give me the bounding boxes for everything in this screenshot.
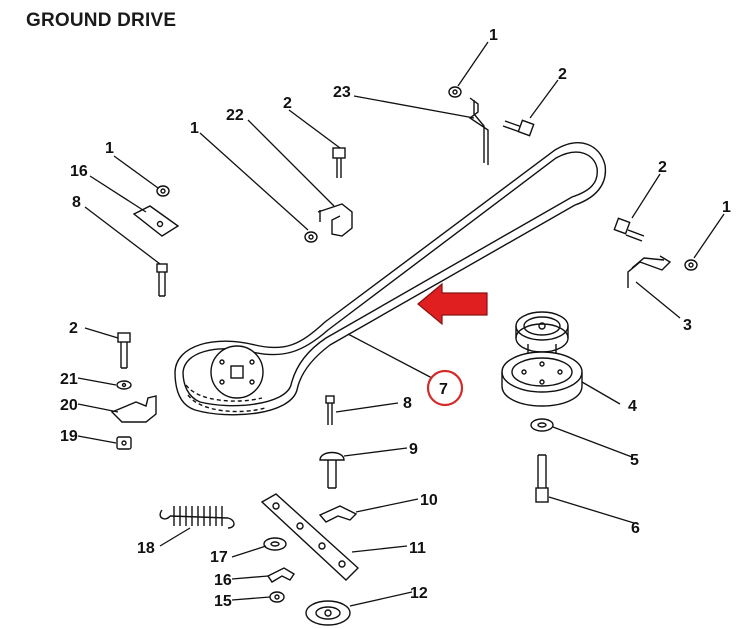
callout-21: 21 — [60, 371, 78, 388]
part-18-spring — [159, 506, 235, 529]
callout-20: 20 — [60, 397, 78, 414]
callout-2: 2 — [658, 159, 667, 176]
leader-lines — [77, 41, 725, 607]
callout-19: 19 — [60, 428, 78, 445]
part-8-stud-top — [156, 263, 168, 297]
part-nut-22 — [304, 231, 318, 243]
part-22-bracket — [317, 203, 353, 237]
part-bolt-top — [502, 119, 535, 137]
part-17-spacer — [263, 537, 287, 551]
callout-5: 5 — [630, 452, 639, 469]
callout-2: 2 — [558, 66, 567, 83]
callout-11: 11 — [409, 540, 426, 557]
highlight-circle — [426, 369, 464, 407]
belt-hub — [210, 345, 264, 399]
part-nut-right — [684, 259, 698, 271]
part-10-bracket — [318, 505, 358, 523]
drive-belt — [174, 142, 607, 416]
callout-9: 9 — [409, 441, 418, 458]
callout-16: 16 — [214, 572, 232, 589]
part-9-carriage-bolt — [319, 451, 345, 489]
part-bolt-left — [117, 332, 131, 369]
callout-6: 6 — [631, 520, 640, 537]
part-20-bracket — [110, 395, 157, 423]
callout-12: 12 — [410, 585, 428, 602]
callout-15: 15 — [214, 593, 232, 610]
callout-labels: 1 2 23 22 2 1 1 16 8 2 1 3 2 21 20 19 7 … — [60, 27, 731, 610]
part-4-pulley — [501, 311, 583, 407]
callout-2: 2 — [69, 320, 78, 337]
callout-4: 4 — [628, 398, 637, 415]
callout-16: 16 — [70, 163, 88, 180]
part-16-plate — [132, 205, 180, 237]
part-16-clip — [266, 567, 295, 583]
callout-1: 1 — [489, 27, 498, 44]
part-6-bolt — [535, 454, 549, 503]
part-8-stud-center — [325, 395, 335, 425]
callout-10: 10 — [420, 492, 438, 509]
part-nut-top — [448, 86, 462, 98]
callout-1: 1 — [190, 120, 199, 137]
callout-3: 3 — [683, 317, 692, 334]
part-nut-left — [156, 185, 170, 197]
diagram-title: GROUND DRIVE — [26, 10, 177, 31]
part-19-nut — [116, 436, 132, 450]
callout-1: 1 — [105, 140, 114, 157]
part-bolt-22 — [332, 147, 346, 178]
part-23-bracket — [468, 97, 489, 165]
part-21-washer — [116, 380, 132, 390]
callout-18: 18 — [137, 540, 155, 557]
callout-8: 8 — [403, 395, 412, 412]
callout-2: 2 — [283, 95, 292, 112]
callout-17: 17 — [210, 549, 228, 566]
part-bolt-right — [613, 217, 645, 242]
part-15-nut — [269, 591, 285, 603]
callout-7: 7 — [439, 381, 448, 398]
highlight-arrow — [417, 282, 488, 326]
callout-8: 8 — [72, 194, 81, 211]
callout-1: 1 — [722, 199, 731, 216]
part-12-idler-pulley — [305, 600, 351, 626]
part-11-idler-arm — [260, 493, 360, 581]
callout-22: 22 — [226, 107, 244, 124]
callout-23: 23 — [333, 84, 351, 101]
part-5-washer — [530, 418, 554, 432]
part-3-bracket — [627, 255, 672, 288]
